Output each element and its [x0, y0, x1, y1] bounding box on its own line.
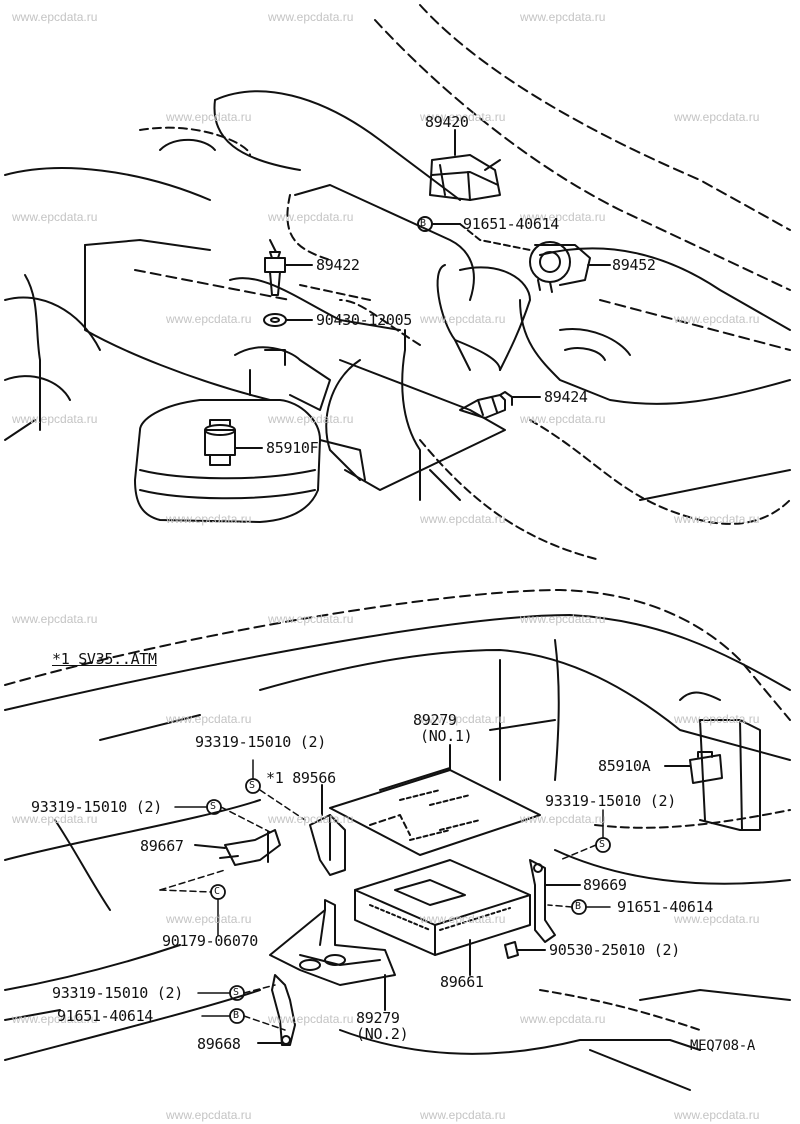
watermark: www.epcdata.ru — [268, 612, 354, 626]
bracket-89668 — [257, 974, 296, 1046]
callout-90179-06070: 90179-06070 — [162, 932, 259, 950]
note-sv35-atm: *1 SV35..ATM — [52, 650, 157, 668]
nut-letter-bot: B — [233, 1010, 239, 1021]
bolt-letter-a: S — [249, 780, 255, 791]
bolt-letter-b: S — [210, 801, 216, 812]
callout-89420: 89420 — [425, 113, 469, 131]
callout-89279-no2-sub: (NO.2) — [356, 1025, 409, 1043]
callout-90530-25010: 90530-25010 (2) — [549, 941, 680, 959]
callout-93319-15010-a: 93319-15010 (2) — [195, 733, 326, 751]
part-90430-gasket — [263, 313, 313, 327]
watermark: www.epcdata.ru — [12, 412, 98, 426]
callout-85910F: 85910F — [266, 439, 319, 457]
watermark: www.epcdata.ru — [166, 312, 252, 326]
callout-93319-15010-b: 93319-15010 (2) — [545, 792, 676, 810]
callout-93319-15010-d: 93319-15010 (2) — [52, 984, 183, 1002]
callout-89667: 89667 — [140, 837, 184, 855]
callout-93319-15010-c: 93319-15010 (2) — [31, 798, 162, 816]
watermark: www.epcdata.ru — [166, 912, 252, 926]
watermark: www.epcdata.ru — [166, 512, 252, 526]
watermark: www.epcdata.ru — [520, 612, 606, 626]
watermark: www.epcdata.ru — [12, 812, 98, 826]
watermark: www.epcdata.ru — [674, 110, 760, 124]
part-89424-sensor — [459, 391, 541, 419]
callout-89424: 89424 — [544, 388, 588, 406]
watermark: www.epcdata.ru — [12, 612, 98, 626]
bracket-89566 — [309, 784, 346, 876]
top-leaders — [299, 284, 421, 346]
callout-85910A: 85910A — [598, 757, 651, 775]
watermark: www.epcdata.ru — [420, 312, 506, 326]
bottom-dashed-leaders — [159, 789, 597, 1031]
bolt-letter-d: S — [233, 987, 239, 998]
callout-89279-no2: 89279 — [356, 1009, 400, 1027]
part-85910A-relay — [664, 751, 723, 784]
bottom-leaders — [174, 759, 611, 1017]
bolt-letter-c: S — [599, 839, 605, 850]
part-89452-sensor — [529, 241, 611, 293]
watermark: www.epcdata.ru — [520, 812, 606, 826]
callout-89669: 89669 — [583, 876, 627, 894]
watermark: www.epcdata.ru — [674, 912, 760, 926]
bracket-89667 — [194, 829, 281, 866]
diagram-code: MEQ708-A — [690, 1038, 756, 1054]
part-89422-sensor — [264, 239, 313, 296]
watermark: www.epcdata.ru — [268, 412, 354, 426]
watermark: www.epcdata.ru — [674, 512, 760, 526]
callout-89279-no1-sub: (NO.1) — [420, 727, 473, 745]
watermark: www.epcdata.ru — [420, 110, 506, 124]
watermark: www.epcdata.ru — [420, 1108, 506, 1122]
watermark: www.epcdata.ru — [520, 10, 606, 24]
clip-letter: C — [214, 886, 220, 897]
callout-89452: 89452 — [612, 256, 656, 274]
watermark: www.epcdata.ru — [420, 712, 506, 726]
watermark: www.epcdata.ru — [166, 1108, 252, 1122]
watermark: www.epcdata.ru — [420, 912, 506, 926]
part-90530-clip — [504, 941, 546, 959]
nut-letter-top: B — [420, 218, 426, 229]
watermark: www.epcdata.ru — [520, 1012, 606, 1026]
callout-89279-no1: 89279 — [413, 711, 457, 729]
watermark: www.epcdata.ru — [166, 712, 252, 726]
callout-91651-40614-mid: 91651-40614 — [617, 898, 714, 916]
nut-91651-top — [417, 216, 531, 251]
callout-91651-40614-top: 91651-40614 — [463, 215, 560, 233]
watermark: www.epcdata.ru — [520, 210, 606, 224]
watermark: www.epcdata.ru — [12, 210, 98, 224]
part-85910F-switch — [204, 419, 263, 466]
callout-90430-12005: 90430-12005 — [316, 311, 413, 329]
watermark: www.epcdata.ru — [268, 1012, 354, 1026]
nut-letter-mid: B — [575, 901, 581, 912]
watermark: www.epcdata.ru — [674, 712, 760, 726]
watermark: www.epcdata.ru — [268, 812, 354, 826]
watermark: www.epcdata.ru — [268, 210, 354, 224]
callout-89668: 89668 — [197, 1035, 241, 1053]
callout-91651-40614-bot: 91651-40614 — [57, 1007, 154, 1025]
engine-bay-outline — [4, 4, 791, 561]
callout-89422: 89422 — [316, 256, 360, 274]
watermark: www.epcdata.ru — [166, 110, 252, 124]
dashboard-outline — [4, 589, 791, 1091]
watermark: www.epcdata.ru — [268, 10, 354, 24]
watermark: www.epcdata.ru — [520, 412, 606, 426]
watermark: www.epcdata.ru — [420, 512, 506, 526]
watermark: www.epcdata.ru — [12, 10, 98, 24]
callout-89661: 89661 — [440, 973, 484, 991]
callout-89566: *1 89566 — [266, 769, 336, 787]
ecu-panel-no1 — [329, 744, 541, 856]
part-89420-sensor — [429, 129, 501, 201]
watermark: www.epcdata.ru — [674, 1108, 760, 1122]
watermark: www.epcdata.ru — [12, 1012, 98, 1026]
watermark: www.epcdata.ru — [674, 312, 760, 326]
ecu-bracket-no2 — [269, 899, 396, 1011]
bracket-89669 — [529, 859, 581, 943]
ecu-89661 — [354, 859, 531, 976]
